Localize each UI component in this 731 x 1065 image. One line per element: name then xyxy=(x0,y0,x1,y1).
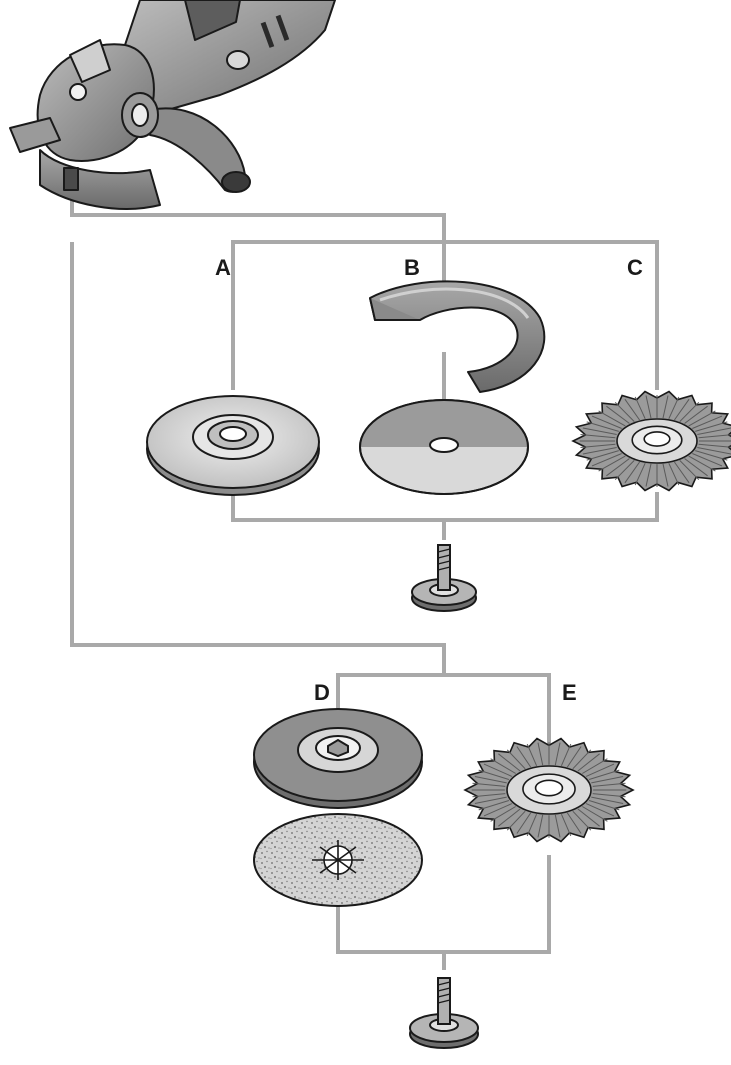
grinding-disc-a xyxy=(147,396,319,495)
clamping-nut-1 xyxy=(412,545,476,611)
label-a: A xyxy=(215,255,231,280)
wire-brush-e xyxy=(465,739,633,842)
cutting-disc-b xyxy=(360,400,528,494)
connector-abc-bottom xyxy=(233,492,657,520)
wire-brush-c xyxy=(573,392,731,491)
angle-grinder-image xyxy=(10,0,335,209)
brush-hub xyxy=(644,432,670,446)
label-e: E xyxy=(562,680,577,705)
sanding-disc-d xyxy=(254,814,422,906)
label-b: B xyxy=(404,255,420,280)
brush-hub xyxy=(536,780,563,795)
label-c: C xyxy=(627,255,643,280)
backing-pad-d xyxy=(254,709,422,808)
wheel-guard-b xyxy=(370,281,544,392)
clamping-nut-2 xyxy=(410,978,478,1048)
label-d: D xyxy=(314,680,330,705)
